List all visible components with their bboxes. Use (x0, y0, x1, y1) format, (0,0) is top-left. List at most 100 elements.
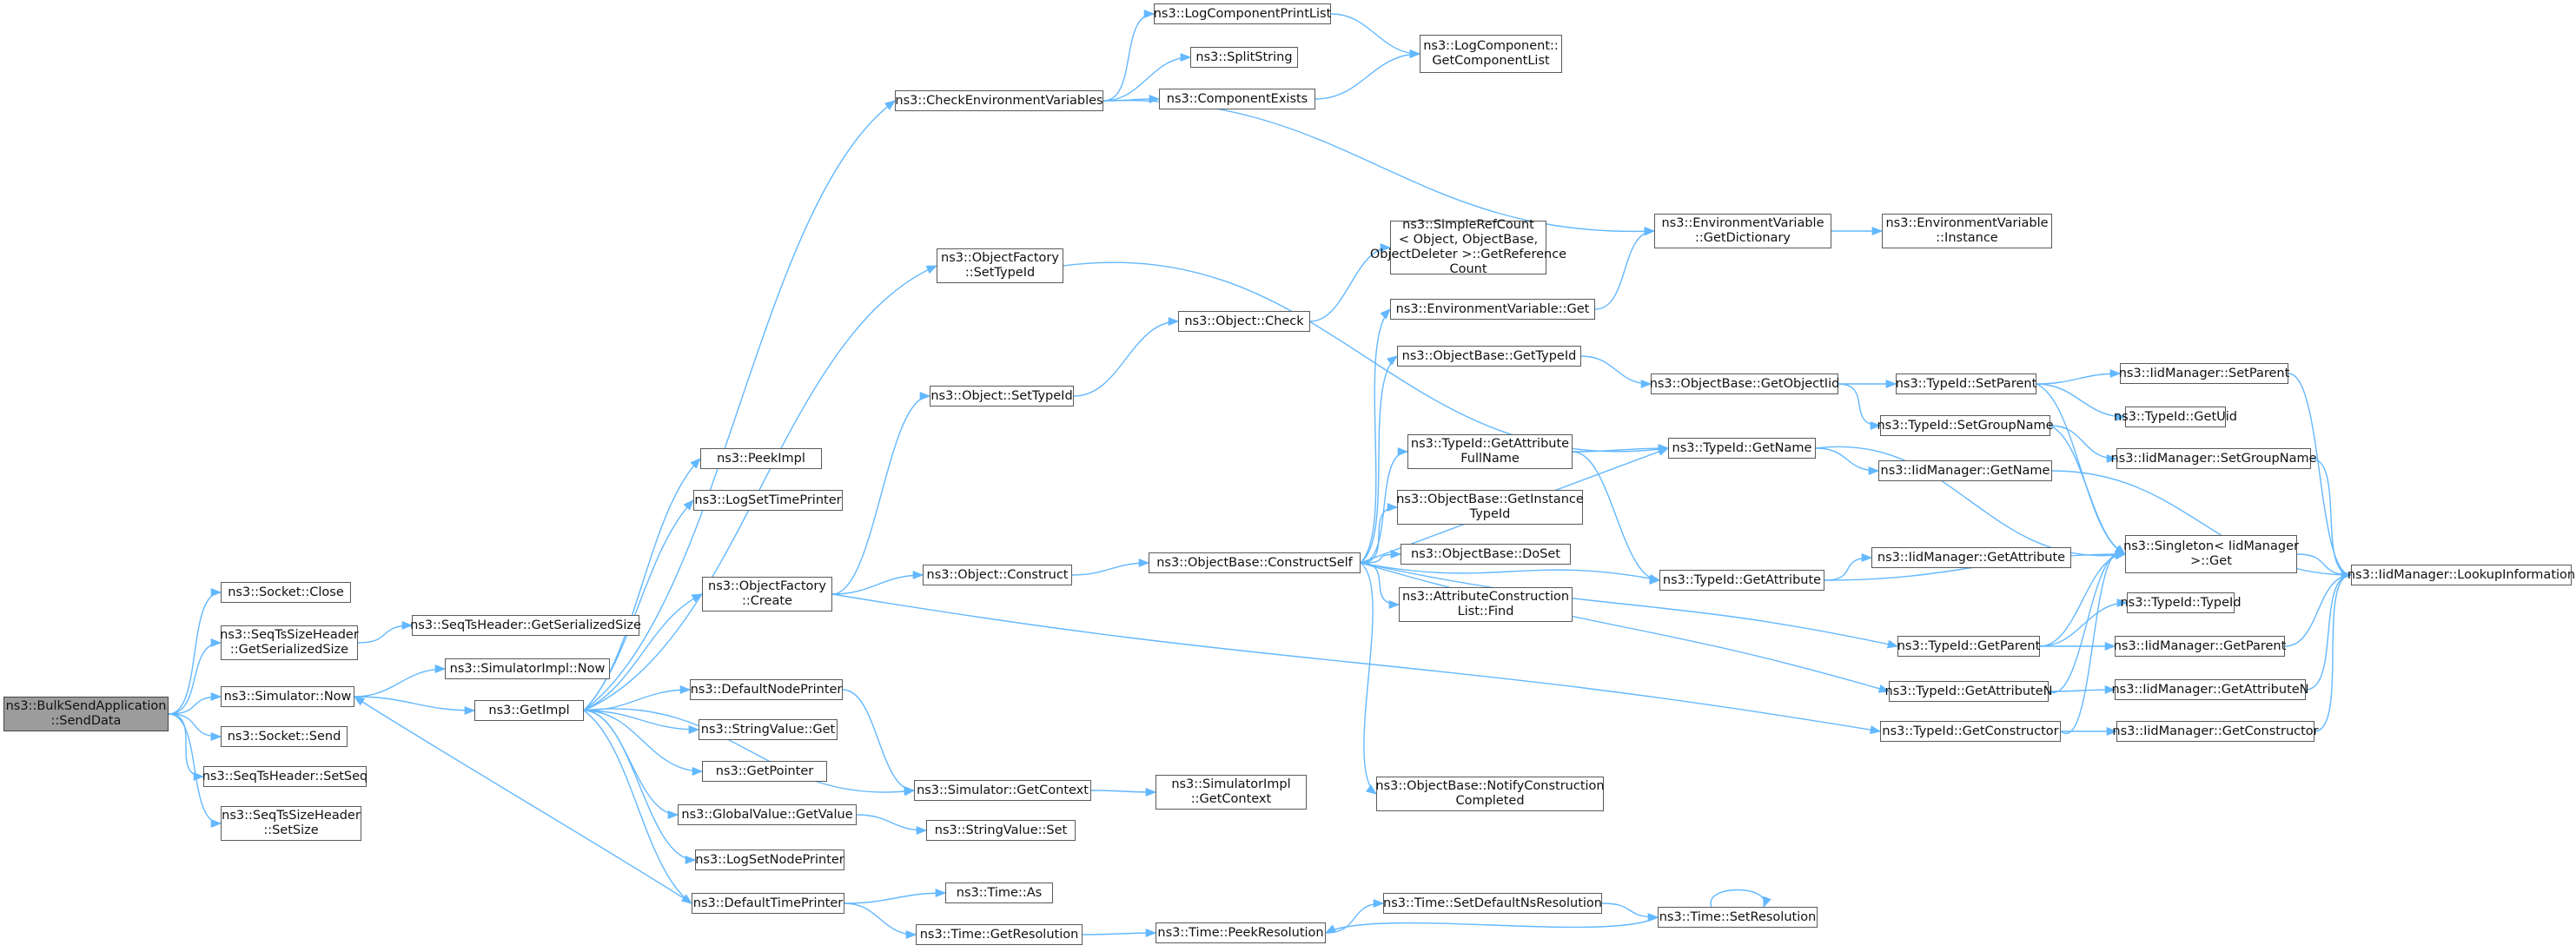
edge-objSet-to-objChk (1073, 316, 1180, 397)
node-obGOI[interactable]: ns3::ObjectBase::GetObjectIid (1650, 374, 1839, 394)
node-objSet[interactable]: ns3::Object::SetTypeId (930, 386, 1074, 407)
edge-getimpl-to-svGet (583, 710, 700, 735)
node-root[interactable]: ns3::BulkSendApplication ::SendData (3, 697, 169, 731)
node-cexists[interactable]: ns3::ComponentExists (1159, 89, 1315, 109)
node-close[interactable]: ns3::Socket::Close (221, 582, 351, 603)
node-lcgcl[interactable]: ns3::LogComponent:: GetComponentList (1420, 35, 1562, 73)
node-svGet[interactable]: ns3::StringValue::Get (699, 719, 838, 740)
edge-tidGN-to-singleton (1815, 446, 2127, 560)
node-obNC[interactable]: ns3::ObjectBase::NotifyConstruction Comp… (1375, 777, 1605, 811)
edge-objChk-to-src (1309, 242, 1392, 322)
edge-obCS-to-tidGA (1360, 562, 1661, 583)
edge-singleton-to-iidLI (2296, 553, 2353, 580)
edge-simCtx-to-siCtx (1090, 787, 1157, 797)
edge-cev-to-evGD (1103, 99, 1656, 236)
node-obGITI[interactable]: ns3::ObjectBase::GetInstance TypeId (1396, 490, 1584, 525)
node-timeSDNR[interactable]: ns3::Time::SetDefaultNsResolution (1383, 893, 1602, 914)
node-src[interactable]: ns3::SimpleRefCount < Object, ObjectBase… (1369, 218, 1567, 276)
node-getptr[interactable]: ns3::GetPointer (702, 761, 827, 782)
node-timeGR[interactable]: ns3::Time::GetResolution (916, 924, 1083, 945)
node-siNow[interactable]: ns3::SimulatorImpl::Now (445, 658, 610, 679)
node-gss[interactable]: ns3::SeqTsSizeHeader ::GetSerializedSize (220, 625, 359, 660)
node-tidGA[interactable]: ns3::TypeId::GetAttribute (1659, 570, 1824, 591)
edge-getimpl-to-dtp (583, 710, 693, 904)
node-dtp[interactable]: ns3::DefaultTimePrinter (692, 893, 844, 914)
edge-timeSR-to-timeSR (1710, 889, 1771, 909)
edge-dnp-to-simCtx (842, 689, 916, 796)
node-evInst[interactable]: ns3::EnvironmentVariable ::Instance (1882, 214, 2052, 248)
node-iidGA[interactable]: ns3::IidManager::GetAttribute (1871, 547, 2071, 568)
edge-cev-to-lcpl (1103, 9, 1156, 102)
node-seqgss[interactable]: ns3::SeqTsHeader::GetSerializedSize (410, 615, 641, 636)
node-siCtx[interactable]: ns3::SimulatorImpl ::GetContext (1156, 775, 1307, 810)
node-tidGP[interactable]: ns3::TypeId::GetParent (1897, 636, 2040, 657)
node-evGet[interactable]: ns3::EnvironmentVariable::Get (1390, 299, 1595, 320)
node-iidLI[interactable]: ns3::IidManager::LookupInformation (2348, 565, 2575, 585)
node-logsnp[interactable]: ns3::LogSetNodePrinter (695, 850, 844, 870)
node-gvGet[interactable]: ns3::GlobalValue::GetValue (678, 804, 857, 825)
edge-dtp-to-timeGR (844, 902, 917, 940)
node-tidGU[interactable]: ns3::TypeId::GetUid (2114, 407, 2237, 427)
node-tidGC[interactable]: ns3::TypeId::GetConstructor (1880, 721, 2061, 742)
node-evGD[interactable]: ns3::EnvironmentVariable ::GetDictionary (1654, 214, 1831, 248)
edge-iidSP-to-iidLI (2288, 373, 2353, 579)
edge-now-to-siNow (354, 664, 447, 697)
node-lcpl[interactable]: ns3::LogComponentPrintList (1154, 3, 1331, 24)
node-dnp[interactable]: ns3::DefaultNodePrinter (690, 679, 843, 700)
node-timeSR[interactable]: ns3::Time::SetResolution (1658, 907, 1818, 928)
node-setseq[interactable]: ns3::SeqTsHeader::SetSeq (202, 766, 368, 787)
edge-getimpl-to-logsnp (583, 710, 697, 865)
node-tidGAN[interactable]: ns3::TypeId::GetAttributeN (1885, 681, 2053, 702)
node-simCtx[interactable]: ns3::Simulator::GetContext (914, 780, 1091, 801)
node-tidGAFN[interactable]: ns3::TypeId::GetAttribute FullName (1407, 434, 1573, 469)
node-objCons[interactable]: ns3::Object::Construct (923, 565, 1072, 585)
node-objChk[interactable]: ns3::Object::Check (1178, 311, 1310, 332)
node-send[interactable]: ns3::Socket::Send (221, 726, 348, 747)
edge-dtp-to-timeAs (844, 888, 947, 904)
edge-timeSR-to-timePR (1324, 916, 1659, 934)
node-ofCreate[interactable]: ns3::ObjectFactory ::Create (702, 577, 832, 612)
node-tidGN[interactable]: ns3::TypeId::GetName (1668, 438, 1816, 459)
node-svSet[interactable]: ns3::StringValue::Set (926, 820, 1076, 841)
node-timeAs[interactable]: ns3::Time::As (945, 883, 1053, 903)
node-ofSet[interactable]: ns3::ObjectFactory ::SetTypeId (937, 248, 1063, 283)
node-now[interactable]: ns3::Simulator::Now (221, 686, 354, 707)
node-iidGAN[interactable]: ns3::IidManager::GetAttributeN (2111, 679, 2309, 700)
node-obGTI[interactable]: ns3::ObjectBase::GetTypeId (1397, 346, 1581, 367)
edge-obGOI-to-tidSGN (1838, 383, 1882, 431)
node-iidSP[interactable]: ns3::IidManager::SetParent (2119, 363, 2289, 384)
edge-cexists-to-lcgcl (1314, 49, 1421, 100)
edge-tidGA-to-iidGA (1824, 552, 1873, 581)
edge-now-to-getimpl (354, 696, 476, 716)
edge-iidGN-to-iidLI (2051, 470, 2353, 580)
node-logstp[interactable]: ns3::LogSetTimePrinter (693, 490, 843, 511)
edge-tidGAFN-to-tidGN (1572, 443, 1670, 453)
node-iidGC[interactable]: ns3::IidManager::GetConstructor (2112, 721, 2319, 742)
node-tidSP[interactable]: ns3::TypeId::SetParent (1896, 374, 2036, 394)
edge-getimpl-to-ofCreate (583, 593, 704, 711)
node-peek[interactable]: ns3::PeekImpl (700, 448, 822, 469)
node-acl[interactable]: ns3::AttributeConstruction List::Find (1399, 587, 1573, 622)
edge-iidSGN-to-iidLI (2310, 458, 2353, 580)
node-tidTI[interactable]: ns3::TypeId::TypeId (2120, 592, 2242, 613)
edge-tidSGN-to-iidSGN (2050, 425, 2118, 464)
edge-tidSP-to-tidGU (2036, 383, 2127, 422)
node-tidSGN[interactable]: ns3::TypeId::SetGroupName (1877, 415, 2054, 436)
node-setsize[interactable]: ns3::SeqTsSizeHeader ::SetSize (221, 806, 361, 841)
node-timePR[interactable]: ns3::Time::PeekResolution (1156, 922, 1326, 943)
node-obDS[interactable]: ns3::ObjectBase::DoSet (1401, 544, 1571, 565)
edge-ofCreate-to-tidGC (831, 593, 1882, 735)
edge-getimpl-to-getptr (583, 710, 704, 777)
node-iidSGN[interactable]: ns3::IidManager::SetGroupName (2110, 448, 2317, 469)
node-split[interactable]: ns3::SplitString (1190, 47, 1298, 68)
node-cev[interactable]: ns3::CheckEnvironmentVariables (895, 90, 1103, 111)
node-singleton[interactable]: ns3::Singleton< IidManager >::Get (2123, 535, 2299, 573)
node-getimpl[interactable]: ns3::GetImpl (474, 700, 584, 721)
node-iidGP[interactable]: ns3::IidManager::GetParent (2114, 636, 2286, 657)
node-iidGN[interactable]: ns3::IidManager::GetName (1878, 460, 2052, 481)
edge-root-to-now (168, 691, 222, 715)
edge-getimpl-to-simCtx (583, 708, 916, 797)
node-obCS[interactable]: ns3::ObjectBase::ConstructSelf (1149, 552, 1361, 573)
edge-gss-to-seqgss (357, 620, 414, 644)
